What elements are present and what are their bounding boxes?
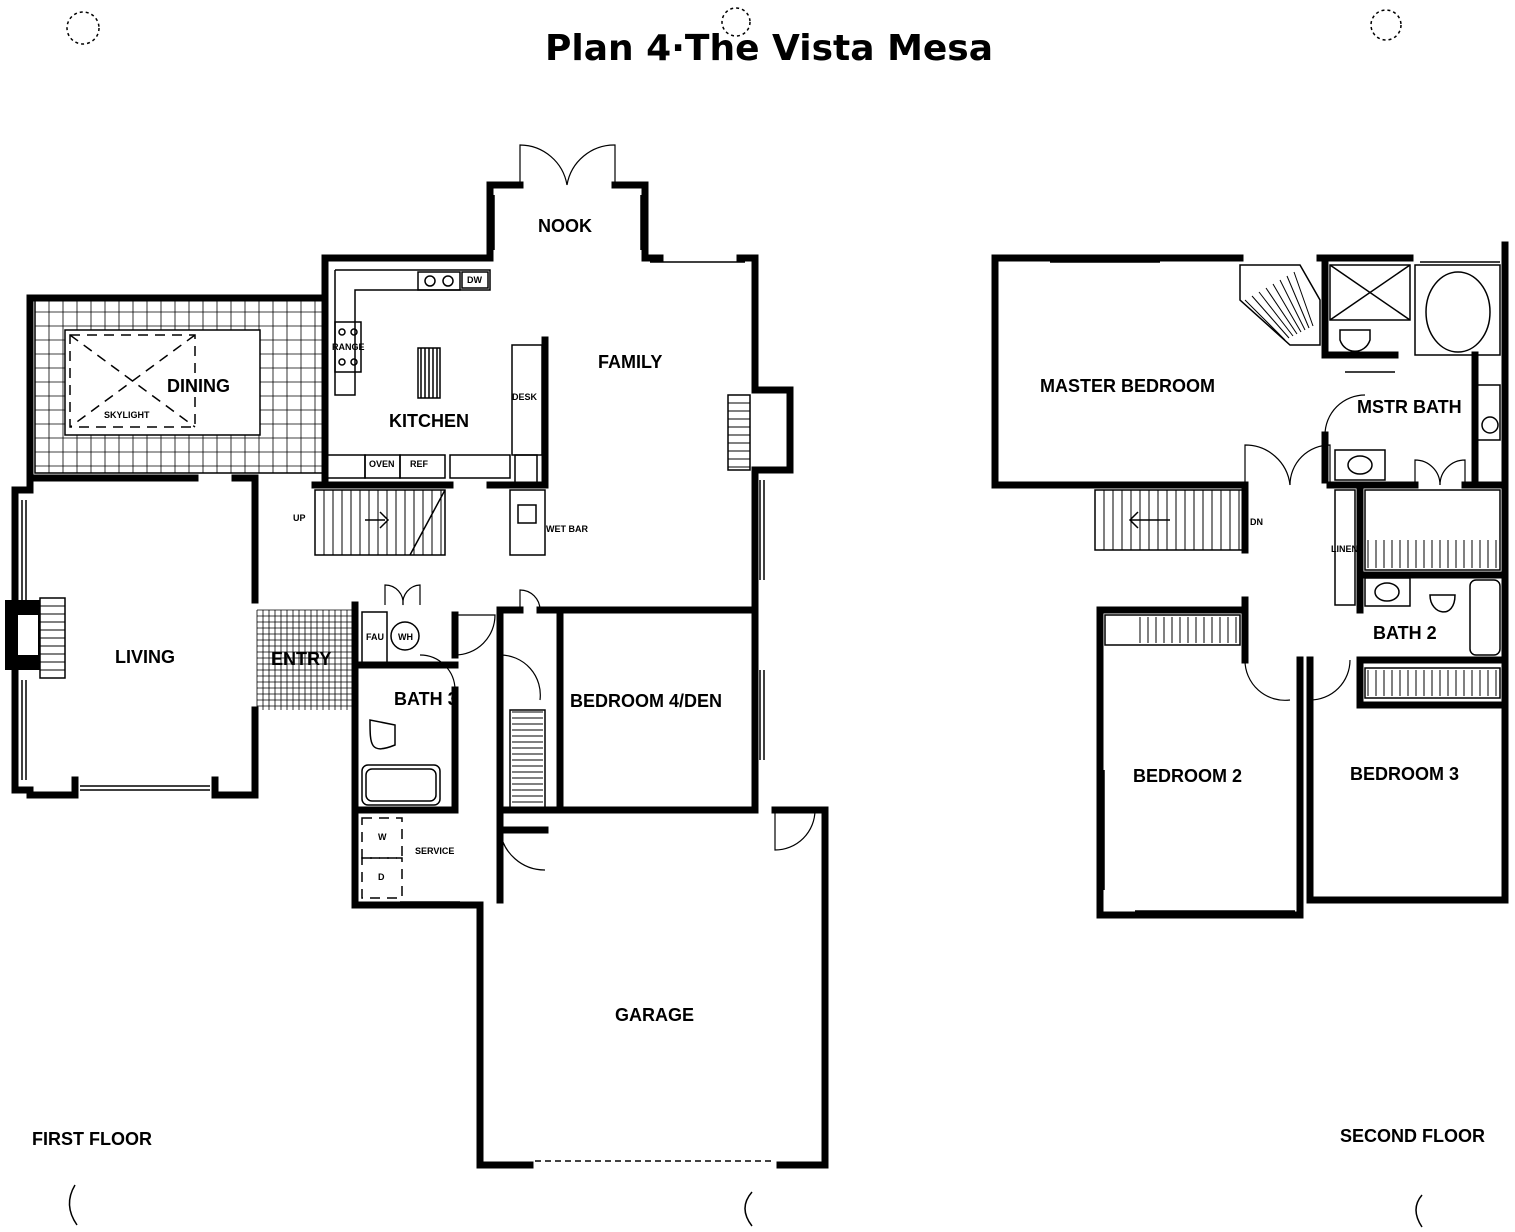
label-nook: NOOK [538, 216, 592, 236]
caption-second-floor: SECOND FLOOR [1340, 1126, 1485, 1146]
label-d: D [378, 872, 385, 882]
master-closet-hatch [1239, 264, 1321, 346]
second-floor-doors [1244, 394, 1466, 701]
label-kitchen: KITCHEN [389, 411, 469, 431]
label-oven: OVEN [369, 459, 395, 469]
label-living: LIVING [115, 647, 175, 667]
bath3-fixtures [361, 611, 441, 806]
label-bath3: BATH 3 [394, 689, 458, 709]
bedroom4-closet [509, 709, 546, 811]
entry-tile-area [256, 609, 352, 710]
first-floor-windows [21, 195, 775, 1162]
label-up: UP [293, 513, 306, 523]
label-w: W [378, 832, 387, 842]
label-wh: WH [398, 632, 413, 642]
label-bedroom4: BEDROOM 4/DEN [570, 691, 722, 711]
label-bedroom2: BEDROOM 2 [1133, 766, 1242, 786]
first-floor-doors [384, 144, 816, 871]
label-fau: FAU [366, 632, 384, 642]
label-dining: DINING [167, 376, 230, 396]
skylight-outline [69, 334, 196, 428]
second-floor-stairs [1094, 489, 1246, 551]
service-washer-dryer [361, 817, 403, 899]
label-range: RANGE [332, 342, 365, 352]
first-floor-stairs [314, 489, 446, 556]
label-family: FAMILY [598, 352, 662, 372]
label-master-bedroom: MASTER BEDROOM [1040, 376, 1215, 396]
bath2-fixtures [1364, 577, 1501, 656]
second-floor-windows [1050, 261, 1500, 912]
label-bedroom3: BEDROOM 3 [1350, 764, 1459, 784]
label-garage: GARAGE [615, 1005, 694, 1025]
living-fireplace [5, 597, 66, 679]
kitchen-fixtures [325, 269, 546, 556]
second-floor-walls [991, 241, 1509, 919]
label-dn: DN [1250, 517, 1263, 527]
label-skylight: SKYLIGHT [104, 410, 150, 420]
dining-tile-area [34, 297, 326, 474]
label-wet-bar: WET BAR [546, 524, 588, 534]
label-linen: LINEN [1331, 544, 1358, 554]
label-entry: ENTRY [271, 649, 331, 669]
label-mstr-bath: MSTR BATH [1357, 397, 1462, 417]
plan-title: Plan 4·The Vista Mesa [545, 28, 993, 69]
label-ref: REF [410, 459, 429, 469]
label-dw: DW [467, 275, 482, 285]
first-floor-plan: NOOK FAMILY DINING SKYLIGHT KITCHEN RANG… [5, 144, 829, 1169]
first-floor-labels: NOOK FAMILY DINING SKYLIGHT KITCHEN RANG… [104, 216, 722, 1025]
master-bath-fixtures [1329, 264, 1501, 481]
caption-first-floor: FIRST FLOOR [32, 1129, 152, 1149]
second-floor-plan: MASTER BEDROOM MSTR BATH DN LINEN BATH 2… [991, 241, 1509, 919]
second-floor-labels: MASTER BEDROOM MSTR BATH DN LINEN BATH 2… [1040, 376, 1462, 786]
label-service: SERVICE [415, 846, 454, 856]
punch-hole-marks [66, 7, 1423, 1228]
second-floor-closets [1104, 489, 1501, 699]
family-fireplace-hearth [727, 394, 751, 471]
label-desk: DESK [512, 392, 538, 402]
label-bath2: BATH 2 [1373, 623, 1437, 643]
